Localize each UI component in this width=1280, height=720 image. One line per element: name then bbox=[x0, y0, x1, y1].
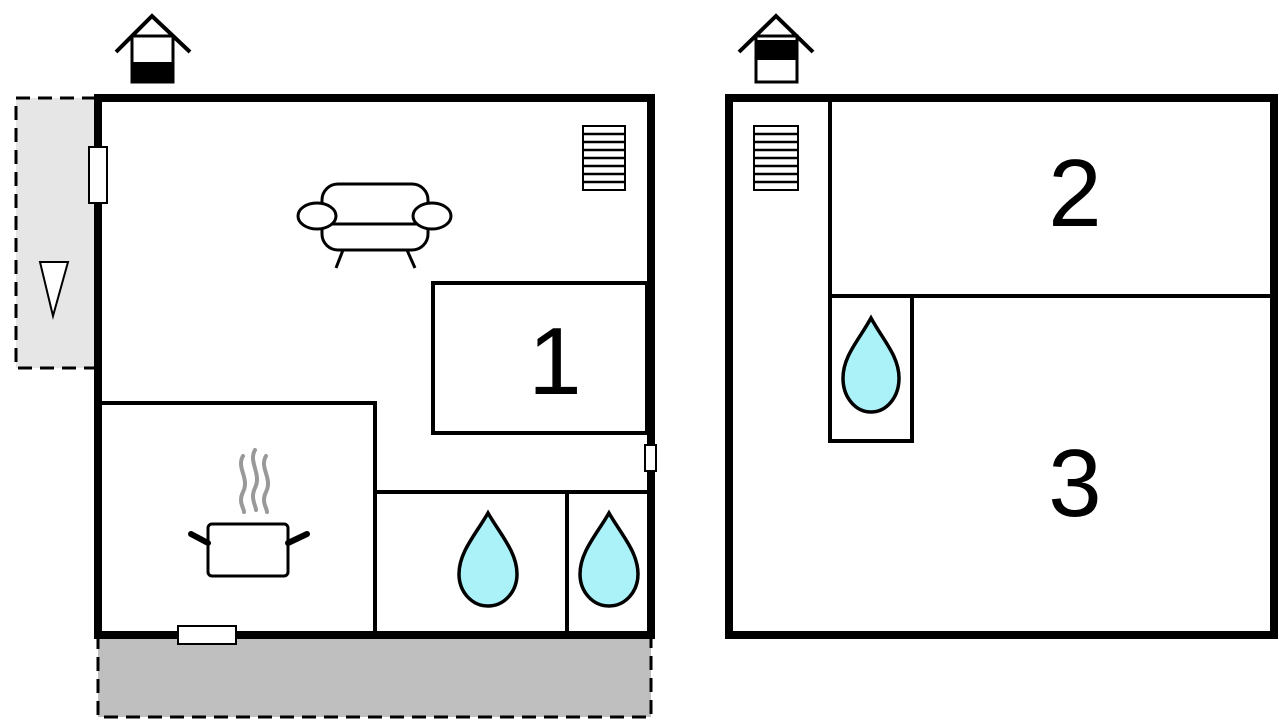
stairs-icon bbox=[753, 125, 799, 191]
room-label-1: 1 bbox=[528, 308, 581, 415]
house-ground-floor-icon bbox=[114, 13, 192, 84]
upper-floor-outer-wall bbox=[725, 94, 1278, 639]
cooking-pot-icon bbox=[188, 448, 310, 578]
water-drop-icon bbox=[457, 509, 519, 608]
ground-floor-outer-wall bbox=[94, 94, 655, 639]
balcony-direction-icon bbox=[38, 261, 70, 320]
room-label-3: 3 bbox=[1048, 430, 1101, 537]
kitchen-wall bbox=[102, 401, 377, 633]
water-drop-icon bbox=[841, 314, 901, 414]
door bbox=[177, 625, 237, 645]
terrace-area bbox=[96, 635, 653, 719]
upper-floor: 2 3 bbox=[725, 13, 1278, 639]
sofa-icon bbox=[296, 182, 453, 269]
stairs-icon bbox=[582, 125, 626, 191]
room-1-wall bbox=[431, 281, 649, 435]
house-upper-floor-icon bbox=[737, 13, 815, 84]
bathroom-wall bbox=[828, 294, 914, 443]
water-drop-icon bbox=[578, 509, 640, 608]
window bbox=[644, 444, 657, 472]
balcony-area bbox=[14, 96, 100, 370]
room-label-2: 2 bbox=[1048, 140, 1101, 247]
ground-floor: 1 bbox=[14, 13, 657, 719]
window bbox=[88, 146, 108, 204]
